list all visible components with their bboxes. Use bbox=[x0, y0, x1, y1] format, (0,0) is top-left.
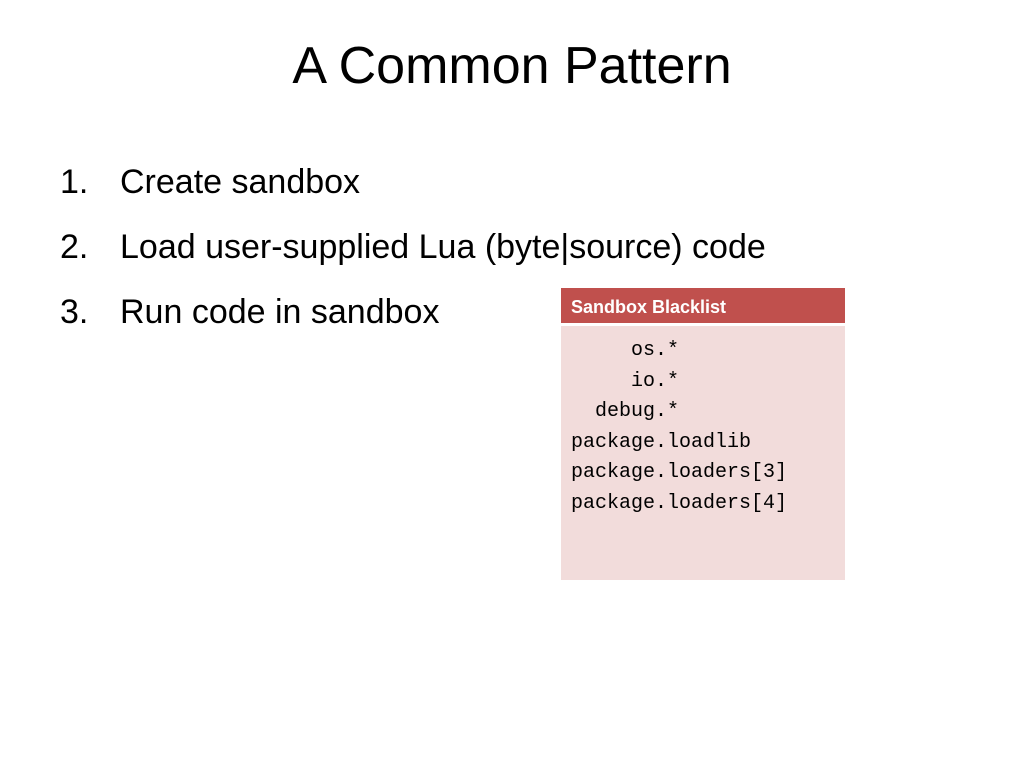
bullet-text: Create sandbox bbox=[120, 163, 361, 201]
bullet-text: Load user-supplied Lua (byte|source) cod… bbox=[120, 228, 766, 266]
blacklist-entry: package.loadlib bbox=[571, 430, 752, 454]
list-item: 2. Load user-supplied Lua (byte|source) … bbox=[60, 215, 766, 280]
list-item: 1. Create sandbox bbox=[60, 150, 766, 215]
bullet-text: Run code in sandbox bbox=[120, 293, 440, 331]
bullet-list: 1. Create sandbox 2. Load user-supplied … bbox=[60, 150, 766, 345]
table-header: Sandbox Blacklist bbox=[561, 288, 845, 326]
blacklist-entry: os.* bbox=[571, 339, 680, 362]
blacklist-entry: debug.* bbox=[571, 400, 680, 423]
blacklist-entry: package.loaders[4] bbox=[571, 491, 788, 515]
bullet-number: 2. bbox=[60, 228, 89, 266]
blacklist-entry: package.loaders[3] bbox=[571, 461, 788, 484]
slide-title: A Common Pattern bbox=[292, 37, 732, 95]
blacklist-entry: io.* bbox=[571, 369, 680, 393]
table-body: os.* io.* debug.* package.loadlib packag… bbox=[561, 326, 845, 580]
list-item: 3. Run code in sandbox bbox=[60, 280, 766, 345]
bullet-number: 3. bbox=[60, 293, 89, 331]
bullet-number: 1. bbox=[60, 163, 89, 201]
sandbox-blacklist-table: Sandbox Blacklist os.* io.* debug.* pack… bbox=[561, 288, 845, 583]
